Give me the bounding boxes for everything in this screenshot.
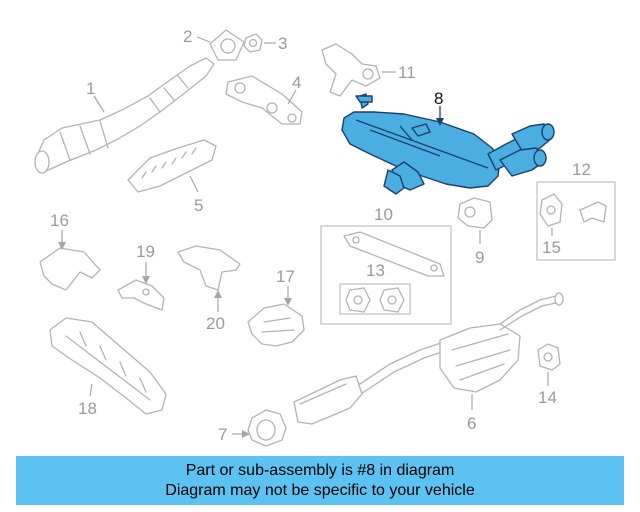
part-1-catalytic-converter[interactable] [34, 57, 215, 174]
callout-9: 9 [475, 248, 484, 267]
part-8-rear-muffler[interactable] [341, 93, 555, 195]
callout-12: 12 [572, 160, 591, 179]
banner-line-2: Diagram may not be specific to your vehi… [165, 481, 475, 499]
group-box-13 [339, 283, 411, 315]
part-18-heat-shield[interactable] [49, 317, 167, 415]
callout-1: 1 [86, 79, 95, 98]
part-17-heat-shield[interactable] [247, 303, 305, 347]
part-7-clamp[interactable] [247, 409, 287, 447]
callout-11: 11 [398, 63, 416, 82]
callout-13: 13 [366, 261, 385, 280]
group-box-10 [320, 225, 452, 325]
callout-4: 4 [292, 73, 301, 92]
part-2-gasket[interactable] [209, 29, 245, 61]
callout-15: 15 [542, 238, 561, 257]
part-13-mounts[interactable] [345, 287, 405, 313]
part-11-hanger-bracket[interactable] [321, 43, 381, 97]
banner-line-1: Part or sub-assembly is #8 in diagram [185, 461, 455, 479]
callout-14: 14 [538, 388, 557, 407]
part-19-bracket[interactable] [117, 279, 165, 311]
part-9-rubber-mount[interactable] [457, 197, 493, 229]
part-3-nut[interactable] [243, 33, 263, 53]
group-box-12 [536, 181, 616, 261]
part-16-heat-shield[interactable] [39, 247, 101, 291]
part-20-bracket[interactable] [177, 245, 241, 291]
callout-8: 8 [434, 89, 443, 108]
callout-16: 16 [50, 211, 69, 230]
part-5-heat-shield[interactable] [127, 139, 217, 193]
callout-19: 19 [136, 242, 155, 261]
part-10-crossmember[interactable] [343, 231, 445, 277]
callout-6: 6 [467, 414, 476, 433]
callout-10: 10 [374, 205, 393, 224]
info-banner: Part or sub-assembly is #8 in diagram Di… [16, 456, 624, 505]
callout-2: 2 [183, 27, 192, 46]
callout-18: 18 [78, 399, 97, 418]
callout-7: 7 [218, 425, 227, 444]
part-4-bracket[interactable] [225, 75, 303, 125]
callout-17: 17 [276, 267, 295, 286]
callout-5: 5 [194, 196, 203, 215]
callout-3: 3 [278, 34, 287, 53]
part-6-intermediate-pipe[interactable] [293, 292, 564, 425]
part-14-mount[interactable] [537, 343, 561, 371]
callout-20: 20 [206, 314, 225, 333]
part-15-hanger[interactable] [539, 193, 607, 227]
